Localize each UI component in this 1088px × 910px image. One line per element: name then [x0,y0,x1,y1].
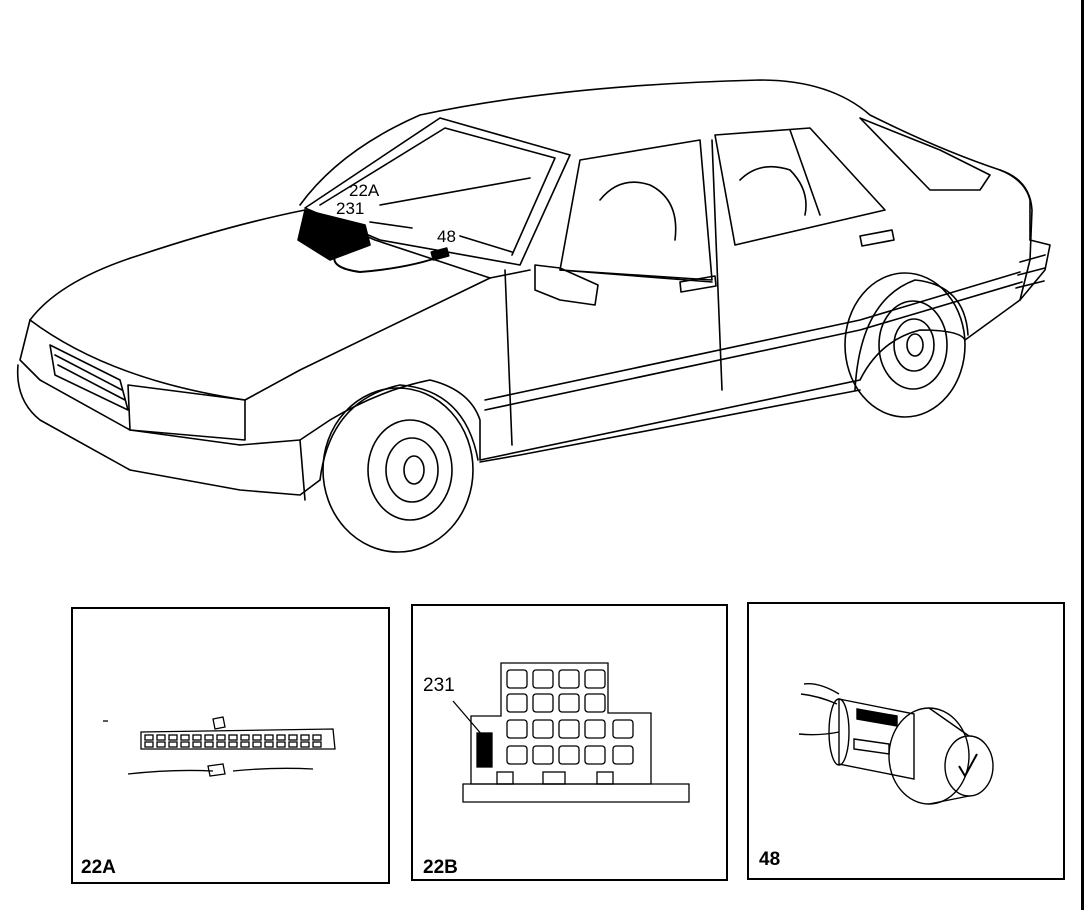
tail [999,169,1033,301]
car-roof [299,79,1031,241]
leader-231 [369,221,413,229]
body-side [239,239,1051,461]
leader-48 [459,235,513,253]
cigar-lighter-small [430,247,450,261]
connector-231-highlight [476,732,493,768]
callout-48: 48 [437,227,456,246]
page-border-right [1081,0,1084,910]
detail-panel-22b: 231 22B [411,604,728,881]
callout-231: 231 [336,199,365,218]
lighter-body [838,698,915,780]
lighter-knob-face [944,735,994,797]
front-door-window [559,139,713,281]
rear-wheel-arch [854,279,969,391]
front-wheel [322,387,474,553]
headlight [127,384,246,441]
cigar-lighter-illustration [798,683,994,805]
connector-22a-pins [144,734,322,748]
connector-22b-cells [506,669,634,765]
car-illustration [16,79,1051,553]
callout-231-detail: 231 [423,675,455,696]
leader-22a [379,177,531,206]
connector-22b-illustration [452,662,690,803]
panel-label-22a: 22A [81,857,116,878]
detail-panel-48: 48 [747,602,1065,880]
callout-22a: 22A [349,181,380,200]
hood [29,209,306,321]
side-mirror [534,264,599,306]
rear-door-handle [859,229,895,247]
dashboard-module [297,209,371,261]
rear-wheel [844,272,966,418]
leader-231-inner [452,700,484,737]
panel-label-48: 48 [759,849,781,870]
lighter-knob-outer [888,707,970,805]
front-bumper [16,364,321,496]
cigar-lighter-cable [333,254,446,273]
lighter-checkmark [958,753,978,779]
rear-window [859,117,991,191]
connector-22a-illustration [103,716,336,777]
grille [49,344,129,411]
panel-label-22b: 22B [423,857,458,878]
rear-door-window [714,127,886,246]
front-wheel-arch [319,384,479,481]
detail-panel-22a: 22A [71,607,390,884]
front-door-handle [679,275,717,293]
